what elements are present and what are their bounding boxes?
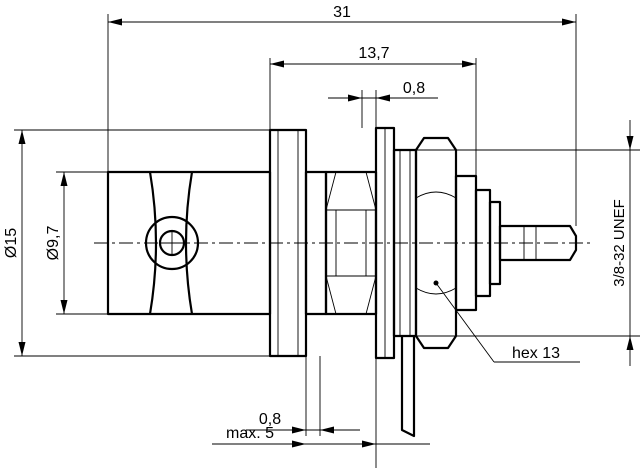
dimension-label-13-7: 13,7 xyxy=(358,45,389,62)
leader-hex-size: hex 13 xyxy=(433,280,580,363)
dimension-overall-length: 31 xyxy=(107,4,577,226)
dimension-label-diameter-15: Ø15 xyxy=(3,228,20,258)
dimension-label-hex-13: hex 13 xyxy=(512,345,560,362)
dimension-max-panel: max. 5 xyxy=(212,358,430,468)
dimension-label-0-8-bottom: 0,8 xyxy=(259,411,281,428)
contact-pin xyxy=(498,224,578,262)
dimension-label-31: 31 xyxy=(333,4,351,21)
dimension-label-max-5: max. 5 xyxy=(226,425,274,442)
dimension-rear-length: 13,7 xyxy=(269,45,477,176)
dimension-outer-diameter: Ø15 xyxy=(3,129,270,357)
dimension-washer-thickness: 0,8 xyxy=(328,80,438,128)
connector-body xyxy=(94,126,590,438)
solder-lug xyxy=(400,336,416,438)
dimension-label-diameter-9-7: Ø9,7 xyxy=(45,226,62,261)
dimension-label-thread: 3/8-32 UNEF xyxy=(611,199,628,287)
dimension-inner-diameter: Ø9,7 xyxy=(45,171,108,315)
dimension-flange-thickness: 0,8 xyxy=(246,314,360,436)
dimension-label-0-8-top: 0,8 xyxy=(403,80,425,97)
dimension-thread: 3/8-32 UNEF xyxy=(416,120,640,366)
